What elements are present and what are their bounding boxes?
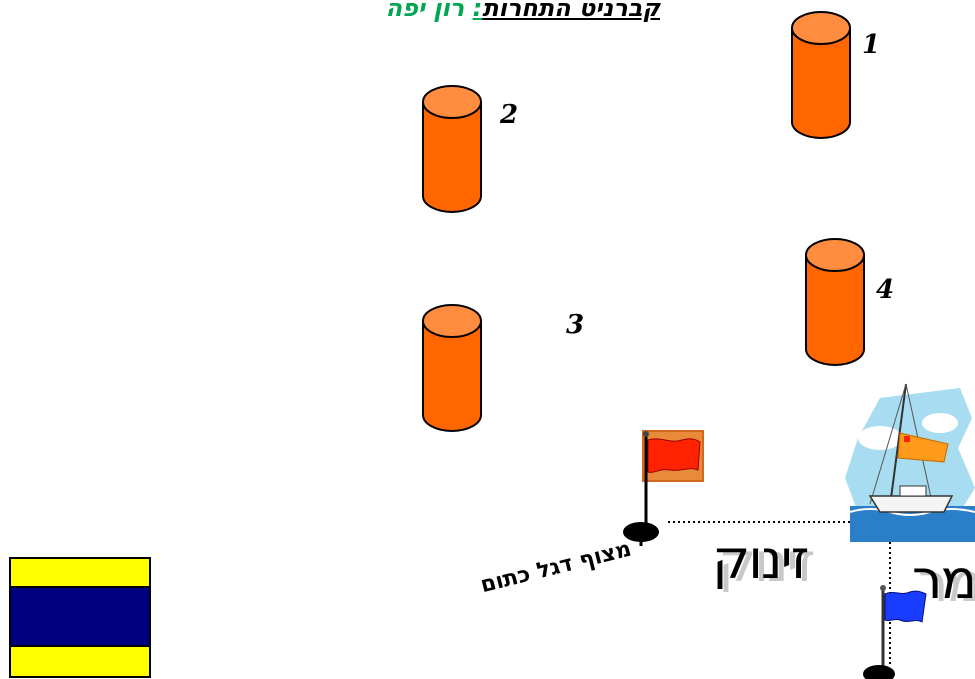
start-label-text: זינוק [712, 528, 807, 591]
finish-label-text: גמר [912, 548, 975, 611]
buoy-2-icon [421, 84, 483, 216]
buoy-1-icon [790, 10, 852, 140]
buoy-3-icon [421, 303, 483, 437]
buoy-2-number: 2 [500, 100, 518, 130]
title-main: קברניט התחרות [482, 0, 660, 22]
buoy-4-icon [804, 237, 866, 367]
start-label: זינוק זינוק [712, 528, 807, 591]
captain-name: רון יפה [386, 0, 473, 22]
page-title: קברניט התחרות: רון יפה [300, 0, 660, 22]
orange-flag-buoy-label: מצוף דגל כתום [478, 537, 634, 599]
buoy-4-number: 4 [876, 275, 894, 305]
sailboat-icon [840, 378, 975, 548]
buoy-3-number: 3 [566, 310, 584, 340]
title-colon: : [473, 0, 483, 22]
signal-flag-icon [9, 557, 151, 679]
buoy-1-number: 1 [862, 30, 880, 60]
finish-label: גמר גמר [912, 548, 975, 611]
